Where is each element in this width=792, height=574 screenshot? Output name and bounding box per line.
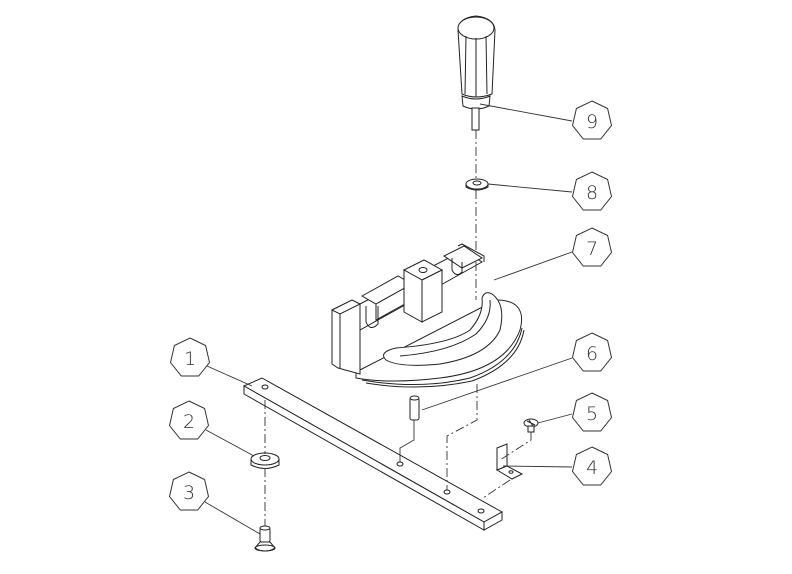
callout-9-label: 9 <box>586 111 598 133</box>
callout-1: 1 <box>169 337 211 377</box>
part-5-stop-screw <box>523 418 539 433</box>
part-6-pin <box>409 395 420 421</box>
callout-7-label: 7 <box>586 238 598 260</box>
callout-2-label: 2 <box>183 411 195 433</box>
callout-3: 3 <box>168 471 210 511</box>
part-9-lock-handle <box>457 15 496 131</box>
callout-5-label: 5 <box>586 403 598 425</box>
callout-6-label: 6 <box>586 343 598 365</box>
part-4-stop-bracket <box>495 443 524 480</box>
callout-4-label: 4 <box>586 457 598 479</box>
part-7-gauge-body <box>330 243 525 388</box>
callout-8-label: 8 <box>586 182 598 204</box>
callout-5: 5 <box>571 392 613 432</box>
callout-4: 4 <box>571 446 613 486</box>
callout-8: 8 <box>571 171 613 211</box>
leader-lines <box>204 103 573 535</box>
assembly-center-lines <box>264 130 532 526</box>
callout-1-label: 1 <box>184 348 196 370</box>
part-1-guide-bar <box>242 377 504 531</box>
part-8-lock-washer <box>465 178 489 191</box>
part-2-washer <box>250 452 280 469</box>
callout-9: 9 <box>571 100 613 140</box>
callout-6: 6 <box>571 332 613 372</box>
callout-2: 2 <box>168 400 210 440</box>
callout-7: 7 <box>571 227 613 267</box>
callout-3-label: 3 <box>183 482 195 504</box>
part-3-flat-head-screw <box>254 525 276 552</box>
